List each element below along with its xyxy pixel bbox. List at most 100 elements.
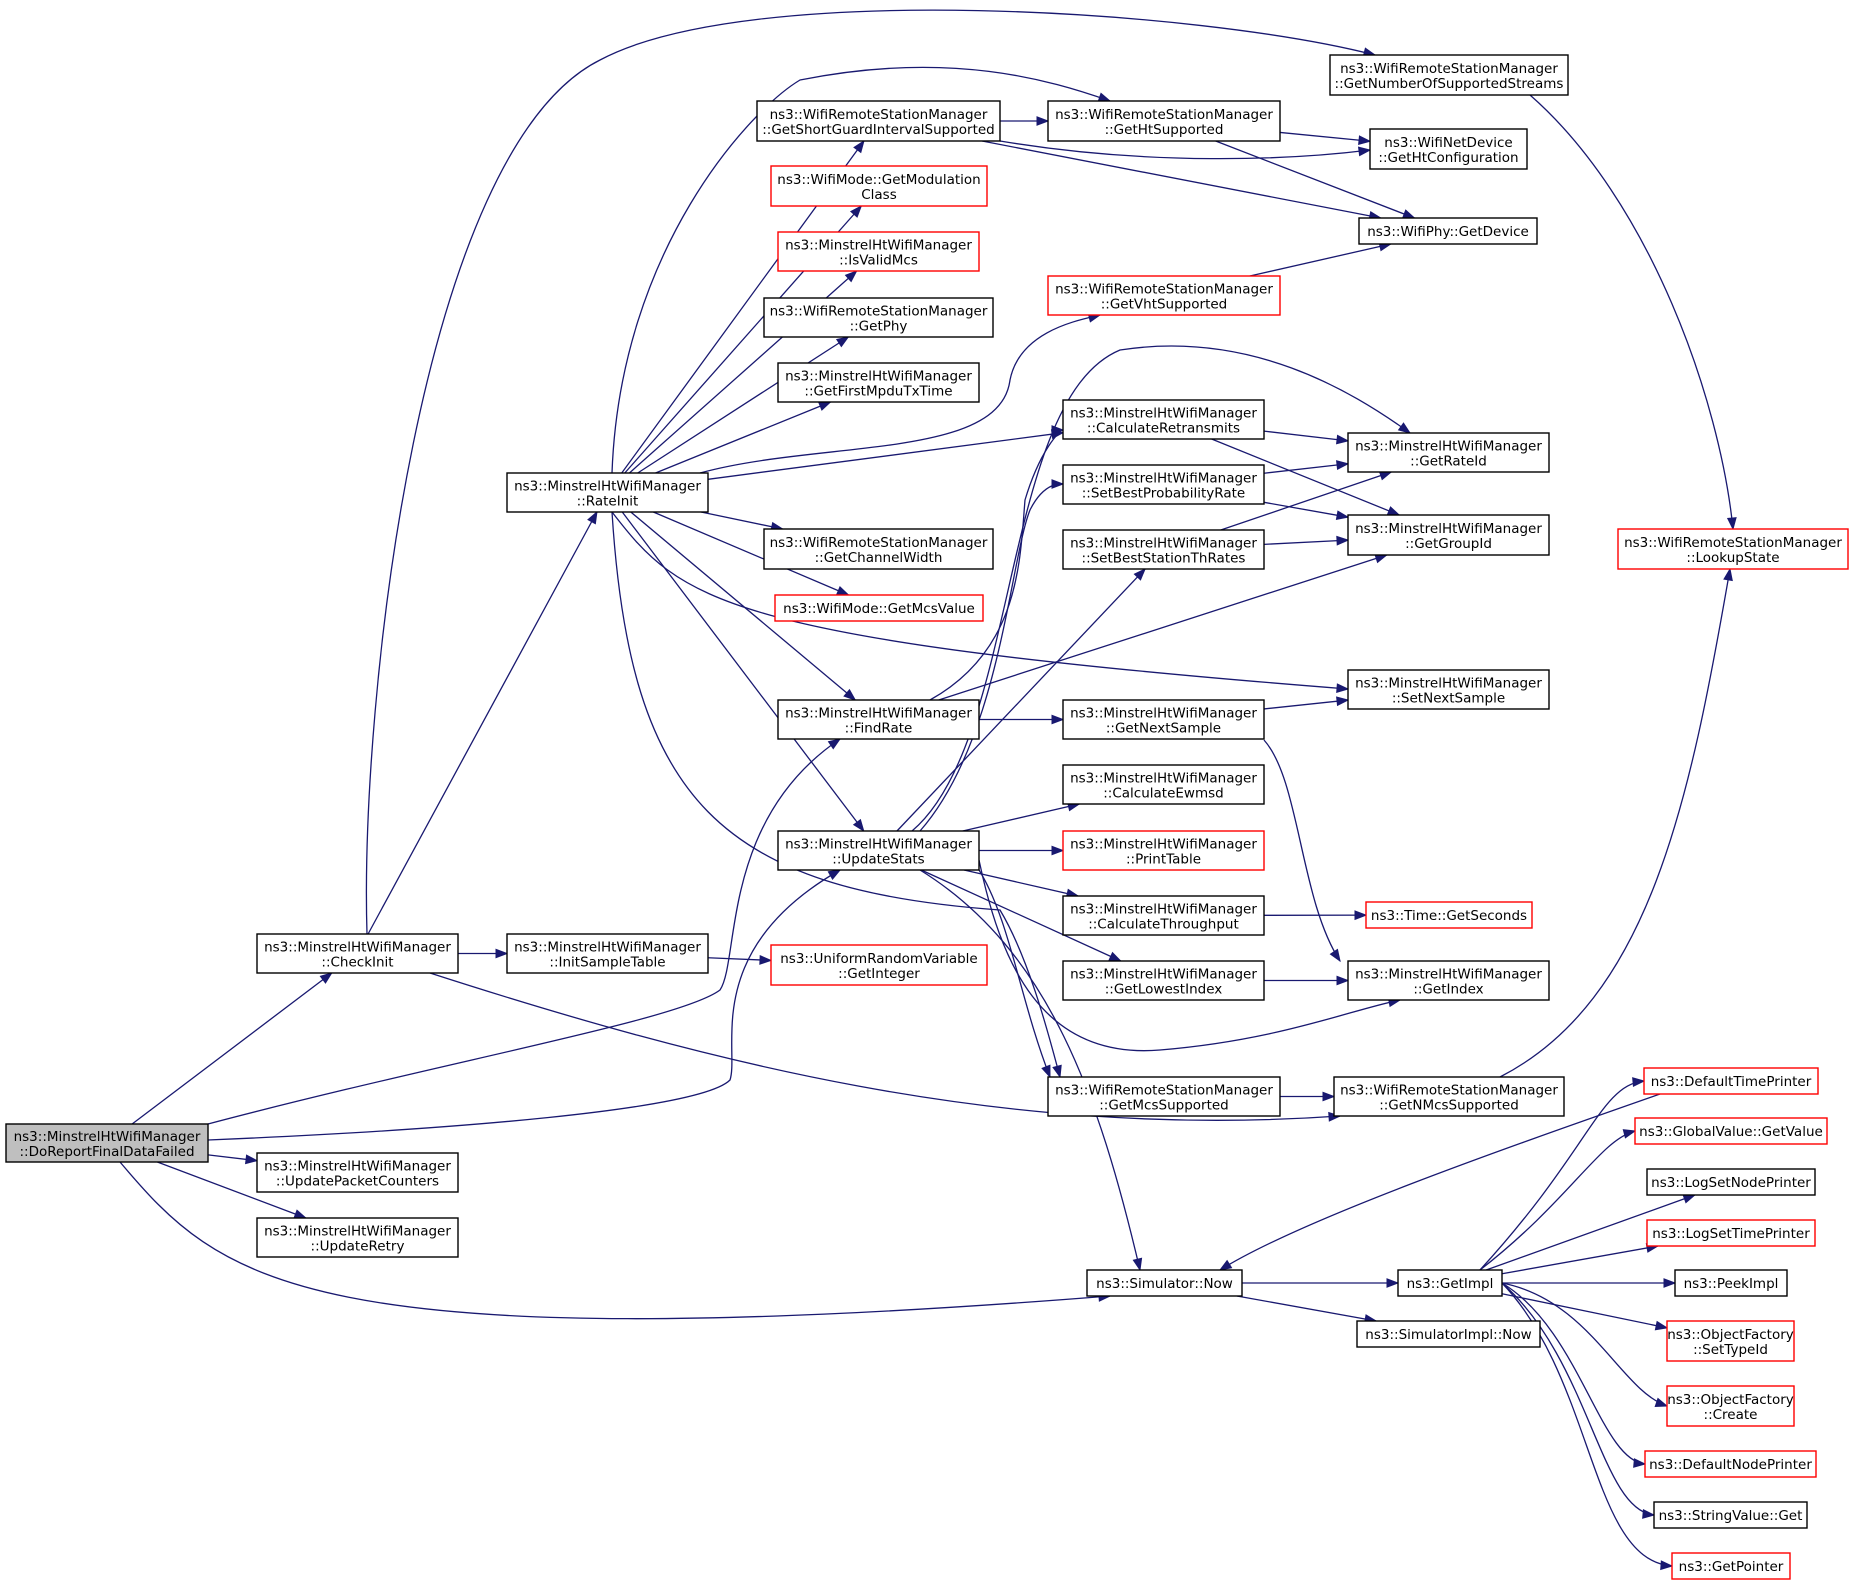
node-label: ns3::MinstrelHtWifiManager bbox=[1070, 536, 1257, 552]
node-StringValueGet[interactable]: ns3::StringValue::Get bbox=[1653, 1501, 1808, 1529]
node-UpdatePacketCounters[interactable]: ns3::MinstrelHtWifiManager::UpdatePacket… bbox=[256, 1152, 459, 1193]
edge-DoReportFinalDataFailed-to-UpdateStats bbox=[207, 869, 842, 1141]
node-GetChannelWidth[interactable]: ns3::WifiRemoteStationManager::GetChanne… bbox=[763, 528, 994, 570]
node-GetPhy[interactable]: ns3::WifiRemoteStationManager::GetPhy bbox=[763, 297, 994, 338]
node-ObjectFactorySetTypeId[interactable]: ns3::ObjectFactory::SetTypeId bbox=[1666, 1320, 1795, 1362]
edge-arrowhead bbox=[1218, 1259, 1233, 1271]
node-box bbox=[1062, 830, 1265, 871]
node-GetShortGuardIntervalSupported[interactable]: ns3::WifiRemoteStationManager::GetShortG… bbox=[756, 100, 1001, 142]
node-GetVhtSupported[interactable]: ns3::WifiRemoteStationManager::GetVhtSup… bbox=[1047, 275, 1281, 316]
node-box bbox=[1666, 1320, 1795, 1362]
node-UpdateStats[interactable]: ns3::MinstrelHtWifiManager::UpdateStats bbox=[777, 830, 980, 871]
node-SetBestProbabilityRate[interactable]: ns3::MinstrelHtWifiManager::SetBestProba… bbox=[1062, 464, 1265, 505]
node-GetHtConfiguration[interactable]: ns3::WifiNetDevice::GetHtConfiguration bbox=[1369, 128, 1528, 170]
node-DefaultTimePrinter[interactable]: ns3::DefaultTimePrinter bbox=[1643, 1067, 1819, 1095]
edge-arrowhead bbox=[1041, 1064, 1051, 1079]
node-box bbox=[1634, 1117, 1828, 1145]
node-GetInteger[interactable]: ns3::UniformRandomVariable::GetInteger bbox=[770, 944, 988, 986]
edge-line bbox=[621, 511, 865, 832]
edge-arrowhead bbox=[844, 270, 858, 283]
node-box bbox=[1047, 1076, 1281, 1117]
node-label: ::GetFirstMpduTxTime bbox=[804, 384, 952, 400]
node-box bbox=[1358, 217, 1538, 245]
node-CheckInit[interactable]: ns3::MinstrelHtWifiManager::CheckInit bbox=[256, 933, 459, 974]
node-GetNumberOfSupportedStreams[interactable]: ns3::WifiRemoteStationManager::GetNumber… bbox=[1329, 54, 1569, 96]
node-PrintTable[interactable]: ns3::MinstrelHtWifiManager::PrintTable bbox=[1062, 830, 1265, 871]
node-DoReportFinalDataFailed[interactable]: ns3::MinstrelHtWifiManager::DoReportFina… bbox=[5, 1123, 209, 1163]
node-label: ::GetChannelWidth bbox=[815, 550, 943, 566]
node-label: ns3::WifiMode::GetMcsValue bbox=[783, 601, 975, 617]
node-PeekImpl[interactable]: ns3::PeekImpl bbox=[1674, 1269, 1788, 1297]
edge-arrowhead bbox=[1622, 1129, 1637, 1139]
node-GetPointer[interactable]: ns3::GetPointer bbox=[1671, 1552, 1791, 1580]
node-LookupState[interactable]: ns3::WifiRemoteStationManager::LookupSta… bbox=[1617, 528, 1849, 570]
node-GetMcsValue[interactable]: ns3::WifiMode::GetMcsValue bbox=[774, 594, 984, 622]
edge-arrowhead bbox=[1401, 209, 1416, 219]
node-GlobalValueGetValue[interactable]: ns3::GlobalValue::GetValue bbox=[1634, 1117, 1828, 1145]
node-box bbox=[1062, 699, 1265, 740]
edge-arrowhead bbox=[817, 401, 832, 411]
node-label: ns3::PeekImpl bbox=[1684, 1276, 1779, 1292]
node-label: ::UpdateStats bbox=[832, 852, 924, 868]
node-CalculateThroughput[interactable]: ns3::MinstrelHtWifiManager::CalculateThr… bbox=[1062, 895, 1265, 936]
edge-UpdateStats-to-GetLowestIndex bbox=[920, 869, 1123, 962]
node-label: ::GetVhtSupported bbox=[1101, 297, 1227, 313]
node-GetDevice[interactable]: ns3::WifiPhy::GetDevice bbox=[1358, 217, 1538, 245]
edge-line bbox=[978, 869, 1051, 1078]
edge-line bbox=[429, 972, 1341, 1121]
node-SetNextSample[interactable]: ns3::MinstrelHtWifiManager::SetNextSampl… bbox=[1347, 669, 1550, 710]
node-SetBestStationThRates[interactable]: ns3::MinstrelHtWifiManager::SetBestStati… bbox=[1062, 529, 1265, 570]
node-label: ::CalculateEwmsd bbox=[1103, 786, 1223, 802]
edge-GetImpl-to-DefaultTimePrinter bbox=[1479, 1077, 1646, 1271]
node-GetGroupId[interactable]: ns3::MinstrelHtWifiManager::GetGroupId bbox=[1347, 514, 1550, 556]
node-GetRateId[interactable]: ns3::MinstrelHtWifiManager::GetRateId bbox=[1347, 432, 1550, 473]
edge-line bbox=[1263, 463, 1349, 474]
node-GetNextSample[interactable]: ns3::MinstrelHtWifiManager::GetNextSampl… bbox=[1062, 699, 1265, 740]
node-UpdateRetry[interactable]: ns3::MinstrelHtWifiManager::UpdateRetry bbox=[256, 1217, 459, 1258]
edge-line bbox=[365, 9, 1376, 935]
node-GetImpl[interactable]: ns3::GetImpl bbox=[1397, 1269, 1503, 1297]
node-DefaultNodePrinter[interactable]: ns3::DefaultNodePrinter bbox=[1644, 1450, 1817, 1478]
node-SimulatorNow[interactable]: ns3::Simulator::Now bbox=[1086, 1269, 1243, 1297]
node-GetFirstMpduTxTime[interactable]: ns3::MinstrelHtWifiManager::GetFirstMpdu… bbox=[777, 362, 980, 403]
node-CalculateRetransmits[interactable]: ns3::MinstrelHtWifiManager::CalculateRet… bbox=[1062, 399, 1265, 440]
edge-line bbox=[131, 972, 333, 1125]
node-RateInit[interactable]: ns3::MinstrelHtWifiManager::RateInit bbox=[506, 472, 709, 513]
edge-UpdateStats-to-CalculateEwmsd bbox=[962, 801, 1081, 832]
node-GetMcsSupported[interactable]: ns3::WifiRemoteStationManager::GetMcsSup… bbox=[1047, 1076, 1281, 1117]
edge-GetHtSupported-to-GetDevice bbox=[1215, 140, 1416, 219]
node-label: ::InitSampleTable bbox=[549, 955, 665, 971]
node-box bbox=[1062, 895, 1265, 936]
node-IsValidMcs[interactable]: ns3::MinstrelHtWifiManager::IsValidMcs bbox=[777, 231, 980, 272]
edge-GetShortGuardIntervalSupported-to-GetHtConfiguration bbox=[999, 140, 1372, 160]
edge-arrowhead bbox=[1133, 567, 1147, 581]
node-box bbox=[1365, 901, 1533, 929]
node-GetIndex[interactable]: ns3::MinstrelHtWifiManager::GetIndex bbox=[1347, 960, 1550, 1001]
node-label: ns3::GetPointer bbox=[1679, 1559, 1784, 1575]
node-FindRate[interactable]: ns3::MinstrelHtWifiManager::FindRate bbox=[777, 699, 980, 740]
node-GetSeconds[interactable]: ns3::Time::GetSeconds bbox=[1365, 901, 1533, 929]
edge-arrowhead bbox=[852, 818, 865, 833]
node-InitSampleTable[interactable]: ns3::MinstrelHtWifiManager::InitSampleTa… bbox=[506, 933, 709, 974]
node-LogSetNodePrinter[interactable]: ns3::LogSetNodePrinter bbox=[1646, 1168, 1816, 1196]
node-CalculateEwmsd[interactable]: ns3::MinstrelHtWifiManager::CalculateEwm… bbox=[1062, 764, 1265, 805]
edge-UpdateStats-to-SetBestStationThRates bbox=[896, 567, 1147, 832]
node-LogSetTimePrinter[interactable]: ns3::LogSetTimePrinter bbox=[1646, 1219, 1816, 1247]
node-label: ns3::LogSetTimePrinter bbox=[1652, 1226, 1810, 1242]
node-label: ns3::Simulator::Now bbox=[1096, 1276, 1233, 1292]
edge-CalculateThroughput-to-GetSeconds bbox=[1263, 910, 1368, 921]
node-ObjectFactoryCreate[interactable]: ns3::ObjectFactory::Create bbox=[1666, 1385, 1795, 1427]
node-GetNMcsSupported[interactable]: ns3::WifiRemoteStationManager::GetNMcsSu… bbox=[1333, 1076, 1565, 1117]
node-label: ns3::MinstrelHtWifiManager bbox=[1070, 406, 1257, 422]
node-box bbox=[1062, 399, 1265, 440]
node-SimulatorImplNow[interactable]: ns3::SimulatorImpl::Now bbox=[1356, 1320, 1541, 1348]
node-label: ns3::WifiRemoteStationManager bbox=[770, 304, 988, 320]
node-label: ::GetRateId bbox=[1410, 454, 1487, 470]
node-box bbox=[1397, 1269, 1503, 1297]
node-GetLowestIndex[interactable]: ns3::MinstrelHtWifiManager::GetLowestInd… bbox=[1062, 960, 1265, 1001]
node-label: ns3::MinstrelHtWifiManager bbox=[264, 1159, 451, 1175]
node-GetHtSupported[interactable]: ns3::WifiRemoteStationManager::GetHtSupp… bbox=[1047, 100, 1281, 142]
edge-line bbox=[1479, 1130, 1636, 1271]
edge-GetMcsSupported-to-GetNMcsSupported bbox=[1280, 1091, 1336, 1102]
